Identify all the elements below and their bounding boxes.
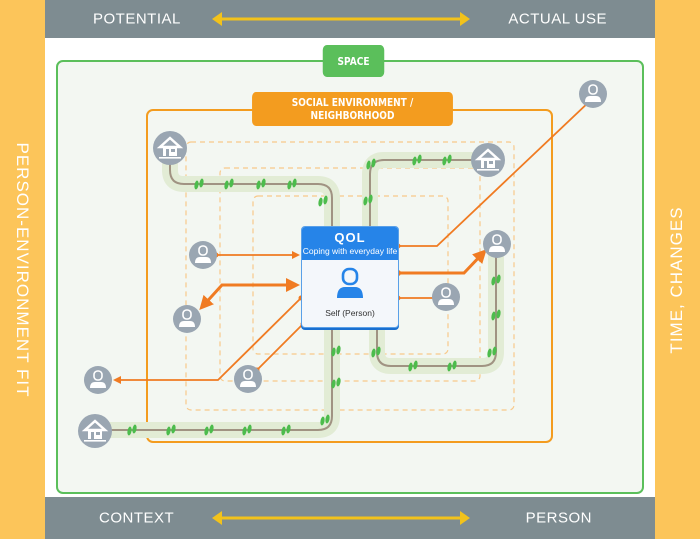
qol-subtitle: Coping with everyday life (302, 246, 398, 256)
dashed-ring-outer (185, 141, 515, 411)
person-icon (482, 229, 512, 259)
double-arrow-icon (212, 511, 470, 525)
person-icon (83, 365, 113, 395)
person-environment-fit-bar (0, 0, 45, 539)
home-icon (76, 412, 114, 450)
social-environment-tag: SOCIAL ENVIRONMENT / NEIGHBORHOOD (252, 92, 453, 126)
link-to-far-person (397, 99, 592, 247)
person-icon (578, 79, 608, 109)
qol-title: QOL (334, 230, 366, 245)
person-icon (188, 240, 218, 270)
dashed-rings (185, 141, 515, 411)
home-icon (151, 129, 189, 167)
space-tag: SPACE (322, 45, 385, 77)
home-icon (469, 141, 507, 179)
person-icon (337, 267, 363, 298)
space-label: SPACE (337, 54, 370, 68)
dashed-ring-inner (252, 195, 449, 355)
bottom-band: CONTEXT PERSON (45, 497, 655, 539)
double-arrow-icon (212, 12, 470, 26)
top-band: POTENTIAL ACTUAL USE (45, 0, 655, 38)
actual-use-label: ACTUAL USE (508, 10, 607, 28)
social-environment-label: SOCIAL ENVIRONMENT / NEIGHBORHOOD (291, 96, 414, 122)
self-person-label: Self (Person) (325, 308, 375, 318)
qol-header: QOL Coping with everyday life (302, 227, 398, 260)
potential-label: POTENTIAL (93, 10, 181, 28)
link-from-bottom-center-person (256, 323, 304, 371)
time-changes-bar (655, 0, 700, 539)
link-to-left-far-person (113, 297, 302, 384)
link-to-right-upper-person (397, 249, 487, 275)
person-icon (431, 282, 461, 312)
qol-card: QOL Coping with everyday life Self (Pers… (301, 226, 399, 328)
context-label: CONTEXT (99, 509, 175, 527)
person-icon (172, 304, 202, 334)
person-icon (233, 364, 263, 394)
person-label: PERSON (525, 509, 592, 527)
